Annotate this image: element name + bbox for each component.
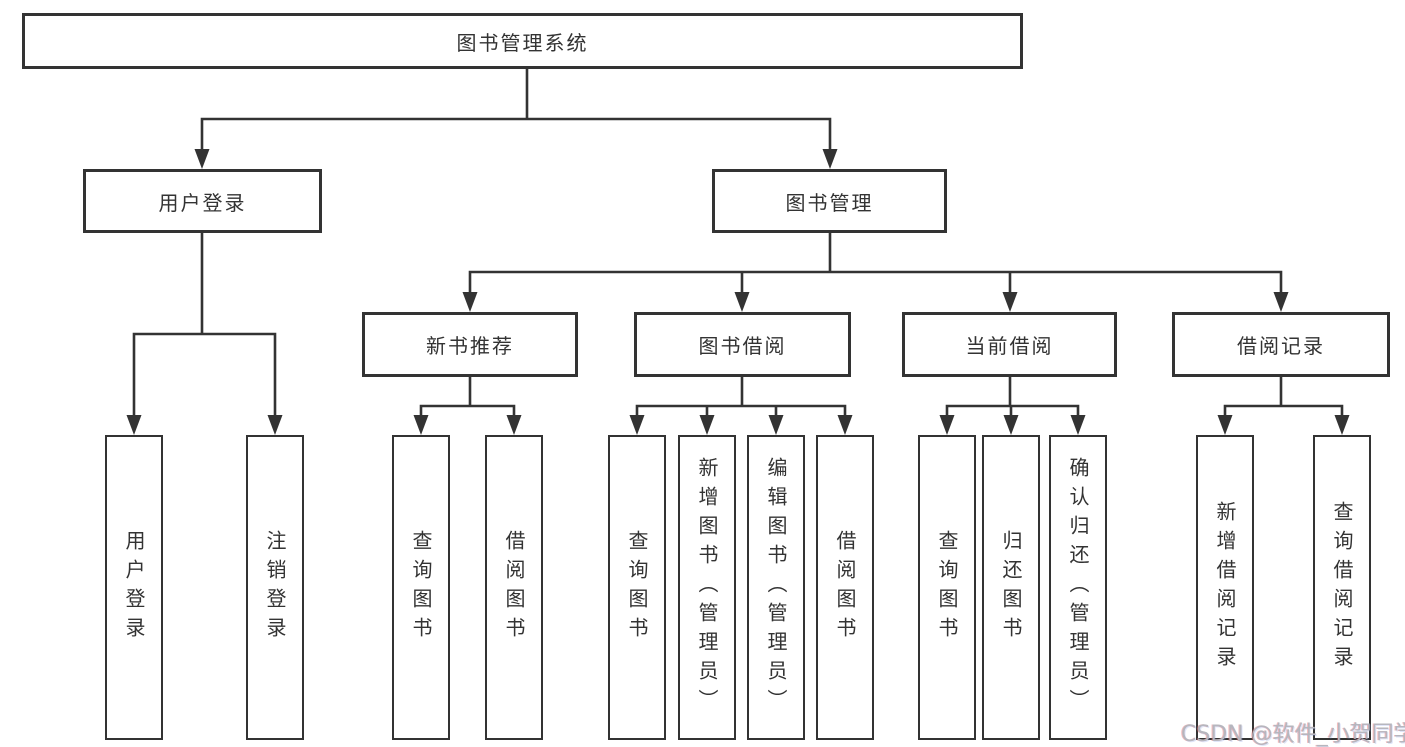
node-current-borrowing: 当前借阅: [902, 312, 1117, 377]
leaf-logout: 注销登录: [246, 435, 304, 740]
leaf-query-books-borrow-label: 查询图书: [625, 529, 649, 646]
csdn-watermark: CSDN @软件_小贺同学: [1181, 722, 1405, 747]
leaf-query-books-current: 查询图书: [918, 435, 976, 740]
leaf-borrow-books-recommend: 借阅图书: [485, 435, 543, 740]
leaf-user-login-label: 用户登录: [122, 529, 146, 646]
node-borrowing-records-label: 借阅记录: [1237, 334, 1325, 358]
node-new-book-recommend-label: 新书推荐: [426, 334, 514, 358]
leaf-add-borrow-record: 新增借阅记录: [1196, 435, 1254, 740]
leaf-add-books-admin: 新增图书（管理员）: [678, 435, 736, 740]
leaf-return-books-label: 归还图书: [999, 529, 1023, 646]
arrowheads: [126, 149, 1350, 435]
leaf-confirm-return-admin: 确认归还（管理员）: [1049, 435, 1107, 740]
leaf-query-books-recommend-label: 查询图书: [409, 529, 433, 646]
leaf-logout-label: 注销登录: [263, 529, 287, 646]
leaf-borrow-books: 借阅图书: [816, 435, 874, 740]
leaf-return-books: 归还图书: [982, 435, 1040, 740]
leaf-user-login: 用户登录: [105, 435, 163, 740]
leaf-add-borrow-record-label: 新增借阅记录: [1213, 500, 1237, 675]
node-book-borrowing-label: 图书借阅: [698, 334, 787, 358]
node-borrowing-records: 借阅记录: [1172, 312, 1390, 377]
leaf-edit-books-admin-label: 编辑图书（管理员）: [764, 457, 788, 718]
leaf-query-books-current-label: 查询图书: [935, 529, 959, 646]
node-current-borrowing-label: 当前借阅: [965, 334, 1054, 358]
leaf-query-borrow-record-label: 查询借阅记录: [1330, 500, 1354, 675]
leaf-query-books-borrow: 查询图书: [608, 435, 666, 740]
leaf-confirm-return-admin-label: 确认归还（管理员）: [1066, 457, 1090, 718]
leaf-edit-books-admin: 编辑图书（管理员）: [747, 435, 805, 740]
node-book-management-label: 图书管理: [785, 190, 874, 215]
node-new-book-recommend: 新书推荐: [362, 312, 578, 377]
leaf-query-borrow-record: 查询借阅记录: [1313, 435, 1371, 740]
leaf-borrow-books-recommend-label: 借阅图书: [502, 529, 526, 646]
node-book-borrowing: 图书借阅: [634, 312, 851, 377]
node-library-system-label: 图书管理系统: [456, 30, 589, 55]
leaf-add-books-admin-label: 新增图书（管理员）: [695, 457, 719, 718]
node-book-management: 图书管理: [712, 169, 947, 233]
node-user-login-label: 用户登录: [158, 190, 247, 215]
node-user-login: 用户登录: [83, 169, 322, 233]
leaf-query-books-recommend: 查询图书: [392, 435, 450, 740]
leaf-borrow-books-label: 借阅图书: [833, 529, 857, 646]
node-library-system: 图书管理系统: [22, 13, 1023, 69]
